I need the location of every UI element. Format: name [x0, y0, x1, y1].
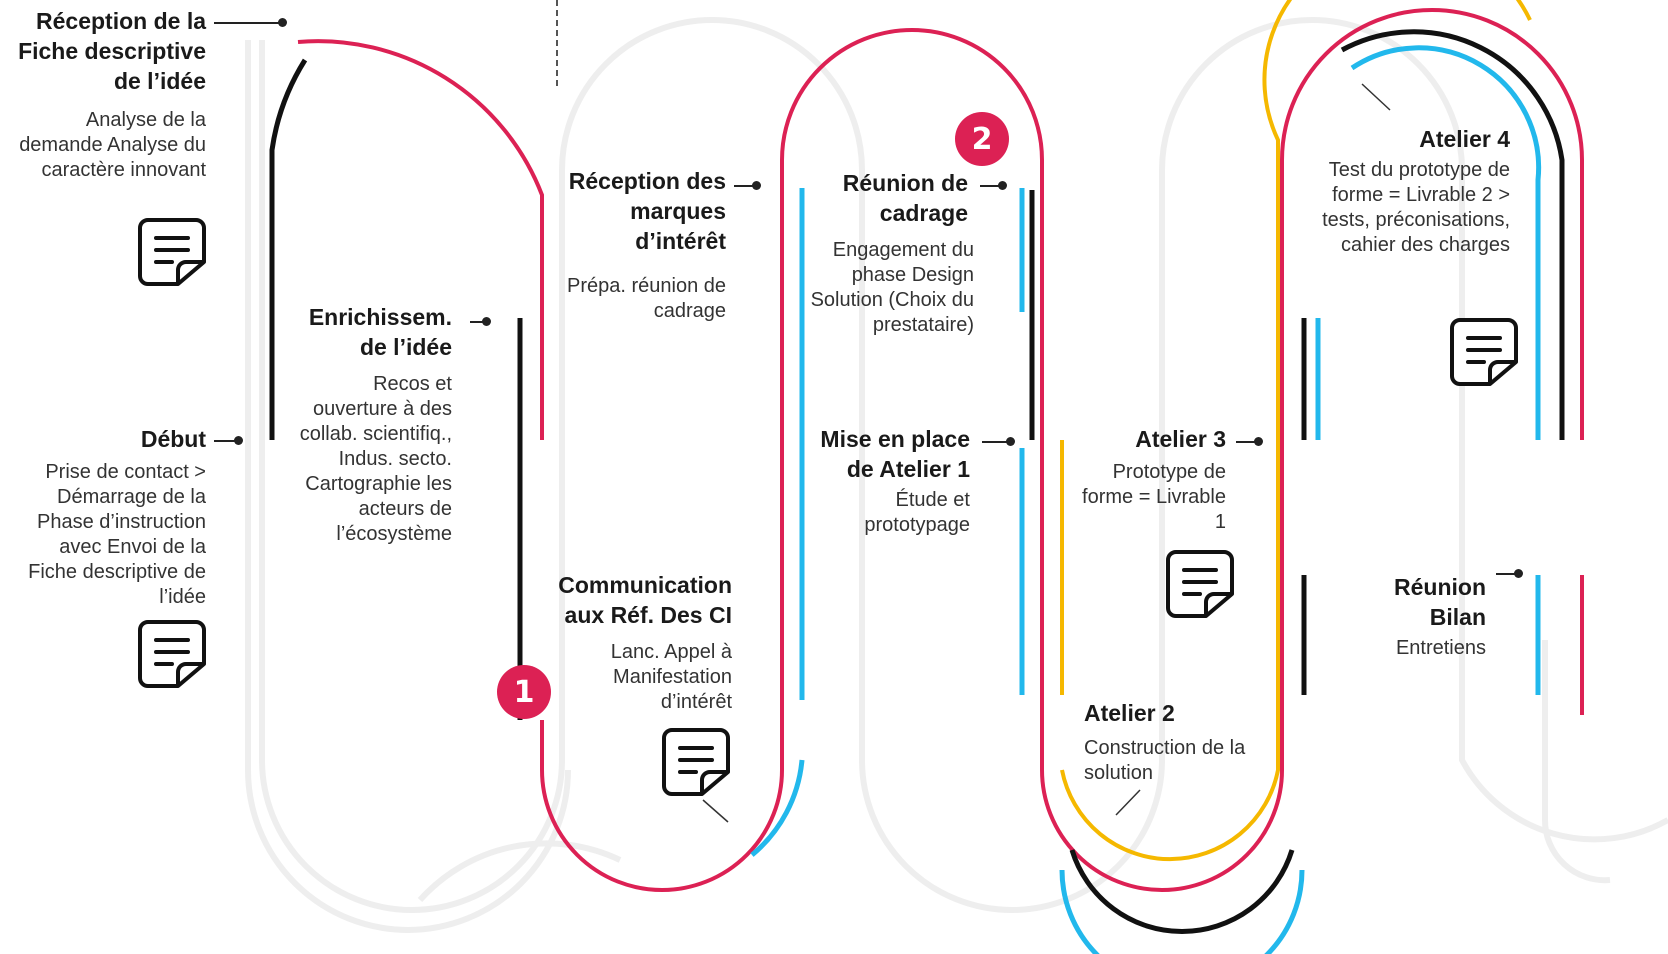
step-description: Prototype de forme = Livrable 1: [1082, 461, 1226, 533]
step-description: Étude et prototypage: [864, 489, 970, 536]
document-icon: [662, 726, 732, 798]
step-title: Enrichissem. de l’idée: [308, 304, 452, 360]
leader-line: [470, 321, 484, 323]
leader-line: [734, 185, 754, 187]
leader-line: [1496, 573, 1516, 575]
grey-track: [245, 17, 1668, 933]
step-description: Test du prototype de forme = Livrable 2 …: [1322, 159, 1510, 256]
document-icon: [138, 618, 208, 690]
leader-line: [980, 185, 1000, 187]
step-title: Début: [140, 426, 206, 452]
step-reunion-bilan: Réunion Bilan Entretiens: [1360, 572, 1486, 661]
pointer-line: [1115, 789, 1141, 816]
step-description: Entretiens: [1395, 637, 1486, 659]
leader-line: [214, 22, 280, 24]
step-atelier-3: Atelier 3 Prototype de forme = Livrable …: [1076, 424, 1226, 535]
pointer-line: [702, 799, 729, 823]
pointer-line: [1361, 83, 1391, 111]
step-debut: Début Prise de contact > Démarrage de la…: [8, 424, 206, 610]
document-icon: [138, 216, 208, 288]
cyan-track: [750, 45, 1542, 954]
step-description: Engagement du phase Design Solution (Cho…: [810, 239, 974, 336]
step-description: Prépa. réunion de cadrage: [566, 275, 726, 322]
document-icon: [1166, 548, 1236, 620]
step-description: Analyse de la demande Analyse du caractè…: [19, 109, 206, 181]
step-title: Communication aux Réf. Des CI: [558, 572, 732, 628]
step-title: Réception des marques d’intérêt: [568, 168, 726, 254]
document-icon: [1450, 316, 1520, 388]
step-title: Réunion Bilan: [1394, 574, 1486, 630]
step-title: Réunion de cadrage: [842, 170, 968, 226]
step-number-badge: 1: [497, 665, 551, 719]
leader-line: [214, 440, 236, 442]
step-description: Construction de la solution: [1084, 737, 1246, 784]
step-atelier-2: Atelier 2 Construction de la solution: [1084, 698, 1264, 786]
step-title: Atelier 4: [1419, 126, 1510, 152]
red-track: [297, 8, 1584, 892]
step-reception-fiche: Réception de la Fiche descriptive de l’i…: [8, 6, 206, 183]
step-reception-marques: Réception des marques d’intérêt Prépa. r…: [556, 166, 726, 324]
step-communication: Communication aux Réf. Des CI Lanc. Appe…: [544, 570, 732, 715]
leader-dot: [1006, 437, 1015, 446]
dashed-separator: [556, 0, 558, 86]
leader-line: [982, 441, 1008, 443]
leader-line: [1236, 441, 1256, 443]
leader-dot: [482, 317, 491, 326]
leader-dot: [1514, 569, 1523, 578]
step-title: Réception de la Fiche descriptive de l’i…: [18, 8, 206, 94]
step-title: Mise en place de Atelier 1: [820, 426, 970, 482]
step-reunion-cadrage: Réunion de cadrage Engagement du phase D…: [808, 168, 974, 338]
black-track: [269, 29, 1565, 934]
leader-dot: [234, 436, 243, 445]
leader-dot: [752, 181, 761, 190]
step-number-badge: 2: [955, 112, 1009, 166]
step-title: Atelier 2: [1084, 700, 1175, 726]
leader-dot: [278, 18, 287, 27]
step-atelier-4: Atelier 4 Test du prototype de forme = L…: [1316, 124, 1510, 258]
step-description: Prise de contact > Démarrage de la Phase…: [28, 461, 206, 608]
step-description: Recos et ouverture à des collab. scienti…: [299, 373, 452, 545]
step-title: Atelier 3: [1135, 426, 1226, 452]
leader-dot: [1254, 437, 1263, 446]
leader-dot: [998, 181, 1007, 190]
yellow-track: [1060, 0, 1532, 862]
step-enrichissement: Enrichissem. de l’idée Recos et ouvertur…: [286, 302, 452, 547]
step-description: Lanc. Appel à Manifestation d’intérêt: [610, 641, 732, 713]
step-atelier-1: Mise en place de Atelier 1 Étude et prot…: [800, 424, 970, 538]
